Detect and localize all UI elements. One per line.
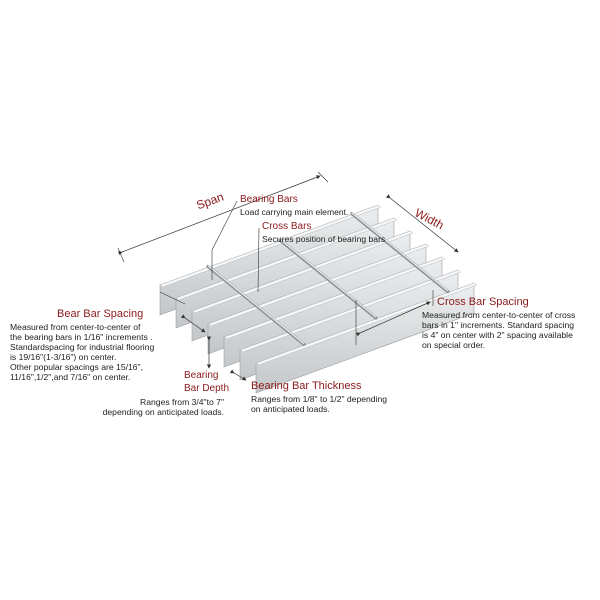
text-line: is 4" on center with 2" spacing availabl… [422, 330, 573, 340]
bear-bar-spacing-desc: Measured from center-to-center of the be… [10, 322, 154, 382]
bearing-bar-thickness-title: Bearing Bar Thickness [251, 380, 362, 392]
extension-line [317, 171, 329, 183]
cross-bar-spacing-title: Cross Bar Spacing [437, 296, 529, 308]
bear-bar-spacing-title: Bear Bar Spacing [57, 308, 144, 320]
cross-bar-highlight [207, 265, 305, 345]
bearing-bar-thickness-desc: Ranges from 1/8" to 1/2" depending on an… [251, 394, 387, 414]
text-line: Ranges from 1/8" to 1/2" depending [251, 394, 388, 404]
text-line: bars in 1" increments. Standard spacing [422, 320, 575, 330]
bearing-bar-top [239, 269, 462, 353]
extension-line [117, 247, 125, 263]
cross-bar [206, 264, 306, 346]
bearing-bars-title: Bearing Bars [240, 194, 298, 205]
text-line: Measured from center-to-center of [10, 322, 141, 332]
text-line: on special order. [422, 340, 486, 350]
bearing-bar-top [223, 256, 446, 340]
cross-bars-desc: Secures position of bearing bars [262, 234, 386, 244]
text-line: Standardspacing for industrial flooring [10, 342, 155, 352]
text-line: on anticipated loads. [251, 404, 330, 414]
bearing-bar-depth-title: Bearing Bar Depth [184, 369, 229, 395]
text-line: the bearing bars in 1/16" increments . [10, 332, 153, 342]
bear-bar-spacing-leader [159, 291, 186, 305]
bearing-bar-thickness-arrow [229, 369, 247, 381]
cross-bars-title: Cross Bars [262, 221, 312, 232]
bearing-bars-leader [211, 200, 238, 251]
bearing-bars-desc: Load carrying main element. [240, 207, 349, 217]
cross-bar-spacing-desc: Measured from center-to-center of cross … [422, 310, 575, 350]
span-dimension-arrow [117, 175, 321, 256]
cross-bar [350, 212, 450, 294]
text-line: depending on anticipated loads. [102, 407, 224, 417]
width-dimension-arrow [385, 194, 459, 253]
bearing-bar-depth-desc: Ranges from 3/4"to 7" depending on antic… [94, 397, 224, 417]
text-line: 11/16",1/2",and 7/16" on center. [10, 372, 131, 382]
text-line: Ranges from 3/4"to 7" [140, 397, 224, 407]
bear-bar-spacing-arrow [180, 314, 206, 333]
text-line: is 19/16"(1-3/16") on center. [10, 352, 117, 362]
text-line: Bearing [184, 370, 219, 381]
text-line: Measured from center-to-center of cross [422, 310, 576, 320]
text-line: Bar Depth [184, 383, 230, 394]
cross-bar-spacing-arrow [355, 301, 431, 337]
text-line: Other popular spacings are 15/16", [10, 362, 143, 372]
cross-bars-leader [257, 227, 260, 293]
